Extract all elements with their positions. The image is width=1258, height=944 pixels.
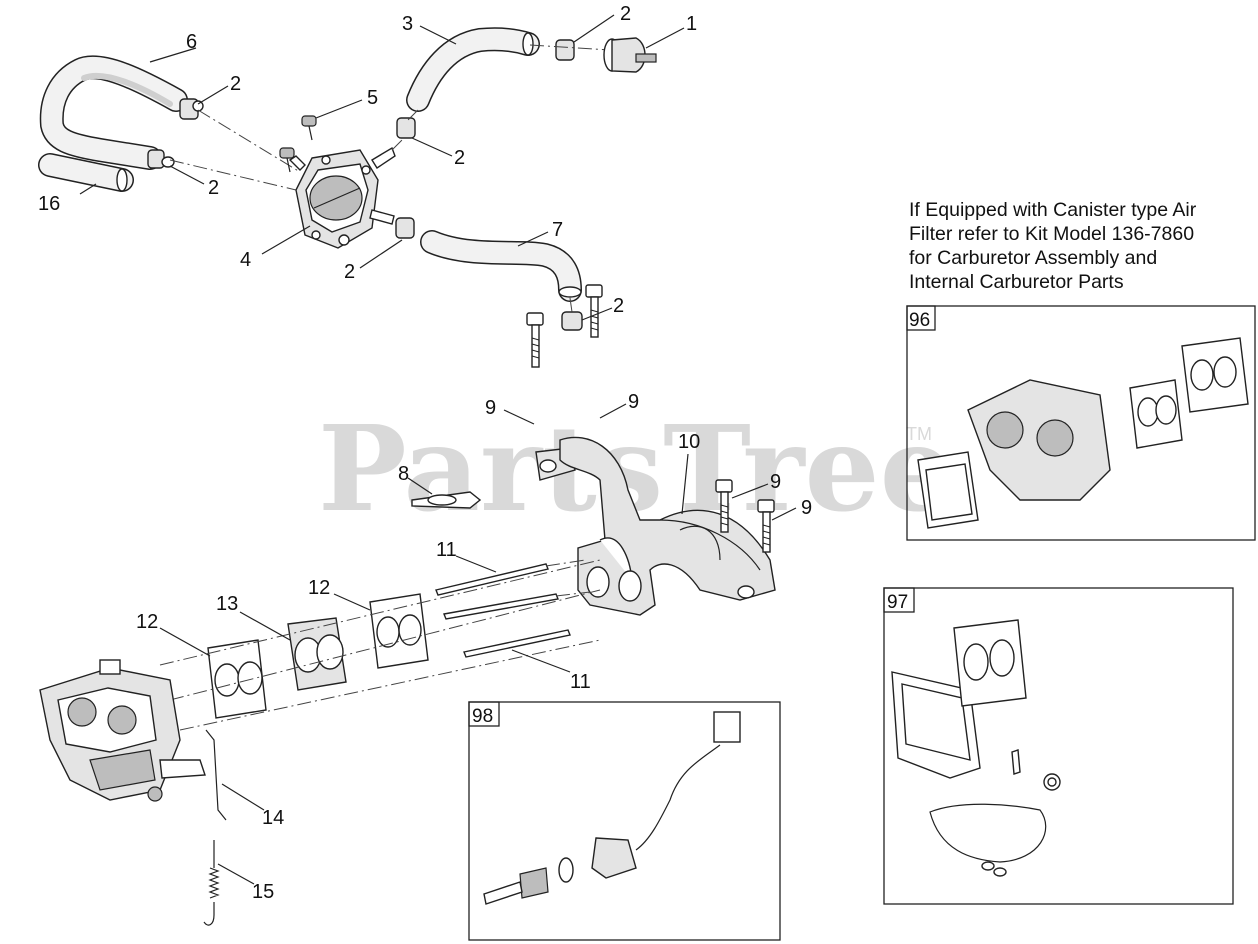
fuel-hose-7[interactable] [420,230,582,302]
callout-2-upper-left: 2 [230,73,241,95]
leader-lines [79,14,797,885]
hose-clamp-pump-inlet[interactable] [395,217,415,239]
callout-13: 13 [216,593,238,615]
hose-clamp-lower-left[interactable] [147,149,175,169]
callout-9-b: 9 [628,391,639,413]
manifold-gasket-8[interactable] [411,491,482,509]
carburetor-gasket-12-right[interactable] [369,593,429,669]
hose-clamp-filter[interactable] [555,39,575,61]
kit-98-box[interactable] [468,701,781,941]
fuel-pump[interactable] [288,146,396,249]
callout-12-left: 12 [136,611,158,633]
kit-96-box[interactable] [906,305,1256,541]
callout-6: 6 [186,31,197,53]
note-line-2: Filter refer to Kit Model 136-7860 [909,223,1195,245]
kit-97-label: 97 [887,592,908,613]
callout-11-lower: 11 [570,671,591,693]
callout-7: 7 [552,219,563,241]
kit-96-label: 96 [909,310,930,331]
manifold-bolt-c[interactable] [715,479,733,533]
manifold-bolt-d[interactable] [757,499,775,553]
stud-lower[interactable] [463,629,571,658]
carburetor-spacer-13[interactable] [287,617,347,691]
hose-clamp-pump-outlet[interactable] [396,117,416,139]
callout-4: 4 [240,249,251,271]
callout-12-right: 12 [308,577,330,599]
carburetor-assembly[interactable] [39,659,206,802]
callout-15: 15 [252,881,274,903]
callout-9-a: 9 [485,397,496,419]
carburetor-gasket-12-left[interactable] [207,639,267,719]
callout-14: 14 [262,807,284,829]
callout-11-upper: 11 [436,539,457,561]
intake-manifold[interactable] [535,436,776,616]
fuel-filter[interactable] [603,37,657,73]
callout-2-pump-outlet: 2 [454,147,465,169]
pump-screw-upper[interactable] [301,115,317,141]
callout-8: 8 [398,463,409,485]
callout-9-d: 9 [801,497,812,519]
pump-screw-lower[interactable] [279,147,295,173]
callout-2-bottom: 2 [613,295,624,317]
note-line-3: for Carburetor Assembly and [909,247,1158,269]
kit-98-label: 98 [472,706,493,727]
stud-upper[interactable] [435,563,549,596]
note-line-4: Internal Carburetor Parts [909,271,1124,293]
callout-3: 3 [402,13,413,35]
manifold-bolt-b[interactable] [585,284,603,338]
callout-2-lower-left: 2 [208,177,219,199]
callout-16: 16 [38,193,60,215]
callout-1: 1 [686,13,697,35]
callout-5: 5 [367,87,378,109]
callout-2-filter: 2 [620,3,631,25]
canister-filter-note: If Equipped with Canister type Air Filte… [909,198,1254,294]
hose-clamp-upper-left[interactable] [179,98,204,120]
hose-clamp-bottom[interactable] [561,311,583,331]
governor-spring-15[interactable] [203,840,220,926]
callout-2-pump-inlet: 2 [344,261,355,283]
fuel-hose-16[interactable] [38,153,134,192]
callout-9-c: 9 [770,471,781,493]
fuel-hose-6[interactable] [39,55,188,170]
manifold-bolt-a[interactable] [526,312,544,368]
callout-10: 10 [678,431,700,453]
throttle-link-14[interactable] [205,729,227,821]
stud-middle[interactable] [443,593,559,620]
kit-97-box[interactable] [883,587,1234,905]
fuel-hose-3[interactable] [406,27,540,112]
note-line-1: If Equipped with Canister type Air [909,199,1197,221]
watermark-trademark: TM [906,424,932,444]
